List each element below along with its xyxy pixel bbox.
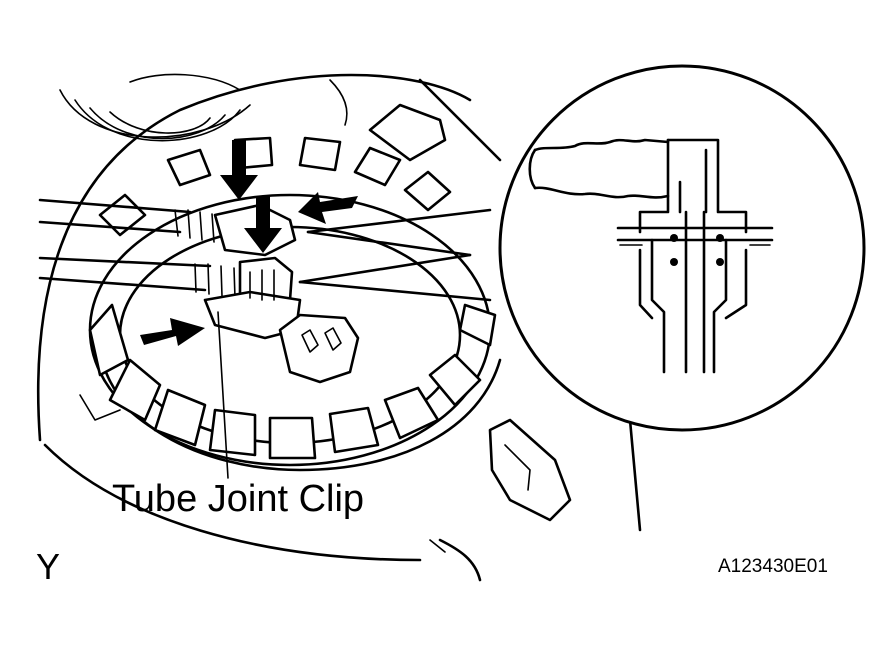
view-letter-label: Y — [36, 546, 61, 587]
direction-arrows — [140, 140, 358, 346]
arrow-right-clip — [140, 318, 205, 346]
tube-joint-clip-label: Tube Joint Clip — [112, 478, 365, 520]
fuel-tubes — [38, 198, 236, 299]
pump-ring-flange — [79, 136, 502, 472]
arrow-left-top — [298, 192, 358, 224]
figure-code-label: A123430E01 — [718, 556, 828, 577]
detail-circle — [498, 64, 866, 432]
misc-stroke — [429, 539, 446, 553]
quick-connectors — [203, 203, 302, 340]
callout-leader-line — [217, 311, 229, 479]
electrical-connector — [278, 313, 360, 384]
bottom-bracket — [488, 418, 572, 522]
arrow-down-2 — [244, 196, 282, 253]
magnifier-callout — [298, 208, 492, 302]
arrow-down-1 — [220, 140, 258, 200]
tank-housing — [36, 73, 642, 582]
